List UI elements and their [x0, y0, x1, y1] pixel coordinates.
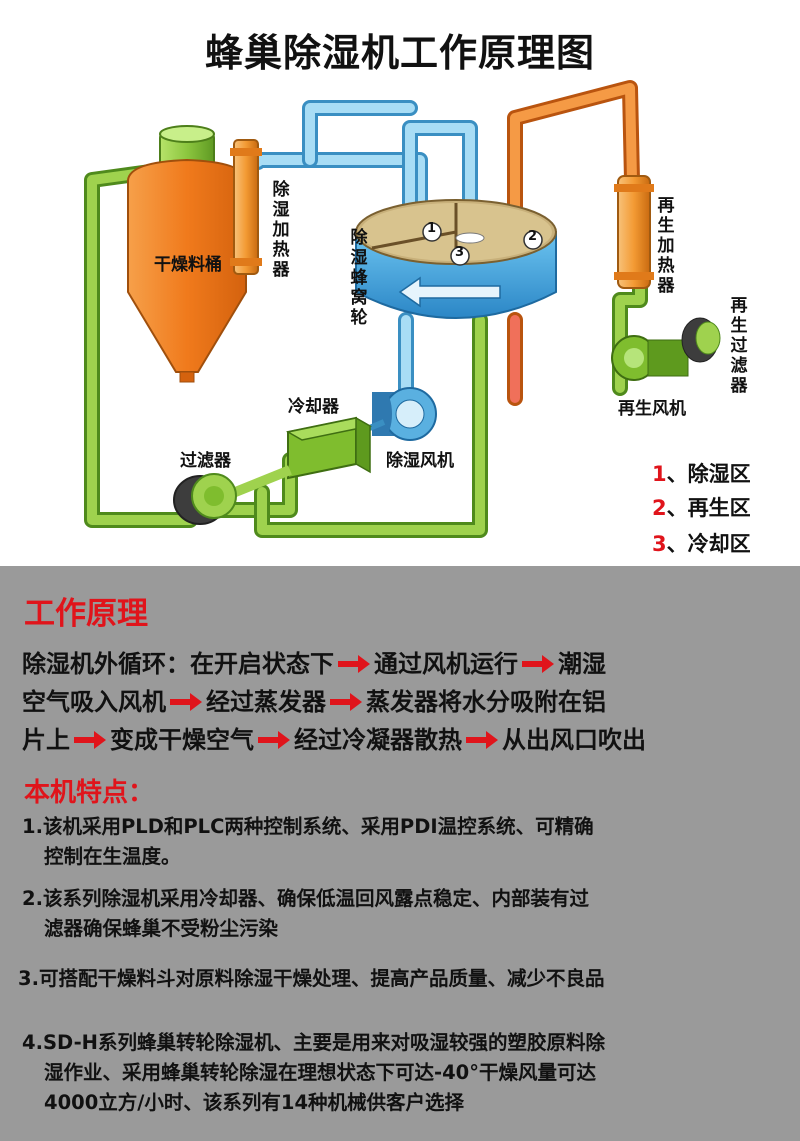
- label-regen-fan: 再生风机: [618, 399, 686, 419]
- honeycomb-wheel: [355, 199, 557, 319]
- red-arrow-icon: [330, 693, 362, 711]
- zone-2: 2、再生区: [652, 492, 751, 522]
- label-regen-filter: 再生过滤器: [730, 296, 748, 396]
- dehumidification-fan: [372, 387, 437, 441]
- feature-4-line-3: 4000立方/小时、该系列有14种机械供客户选择: [44, 1091, 465, 1114]
- feature-item-3: 3.可搭配干燥料斗对原料除湿干燥处理、提高产品质量、减少不良品: [18, 964, 604, 994]
- orange-regen-pipe: [507, 80, 640, 406]
- feature-1-line-1: 1.该机采用PLD和PLC两种控制系统、采用PDI温控系统、可精确: [22, 815, 594, 838]
- zone-1-sep: 、: [666, 462, 688, 486]
- honeycomb-dehumidifier-diagram: [84, 80, 721, 538]
- feature-3-line-1: 3.可搭配干燥料斗对原料除湿干燥处理、提高产品质量、减少不良品: [18, 967, 605, 990]
- principle-line-1: 除湿机外循环：在开启状态下 通过风机运行 潮湿: [22, 644, 606, 679]
- label-dryer-barrel: 干燥料桶: [154, 255, 222, 275]
- wheel-number-2: 2: [528, 229, 538, 244]
- zone-2-number: 2: [652, 496, 667, 520]
- feature-item-4: 4.SD-H系列蜂巢转轮除湿机、主要是用来对吸湿较强的塑胶原料除 湿作业、采用蜂…: [22, 1028, 605, 1118]
- label-filter: 过滤器: [180, 451, 231, 471]
- principle-seg: 蒸发器将水分吸附在铝: [366, 688, 606, 716]
- feature-2-line-1: 2.该系列除湿机采用冷却器、确保低温回风露点稳定、内部装有过: [22, 887, 589, 910]
- principle-seg: 经过蒸发器: [206, 688, 326, 716]
- principle-seg: 变成干燥空气: [110, 726, 254, 754]
- feature-1-line-2: 控制在生温度。: [44, 845, 181, 868]
- feature-4-line-2: 湿作业、采用蜂巢转轮除湿在理想状态下可达-40°干燥风量可达: [44, 1061, 596, 1084]
- red-arrow-icon: [74, 731, 106, 749]
- principle-seg: 从出风口吹出: [502, 726, 646, 754]
- zone-2-label: 再生区: [687, 496, 751, 520]
- principle-heading: 工作原理: [24, 596, 148, 632]
- principle-seg: 除湿机外循环：在开启状态下: [22, 650, 334, 678]
- regeneration-heater: [614, 175, 654, 289]
- feature-4-line-1: 4.SD-H系列蜂巢转轮除湿机、主要是用来对吸湿较强的塑胶原料除: [22, 1031, 605, 1054]
- dryer-barrel: [127, 125, 247, 383]
- principle-seg: 空气吸入风机: [22, 688, 166, 716]
- red-arrow-icon: [258, 731, 290, 749]
- cooler: [285, 416, 386, 480]
- principle-seg: 片上: [22, 726, 70, 754]
- zone-3-sep: 、: [666, 532, 688, 556]
- feature-item-2: 2.该系列除湿机采用冷却器、确保低温回风露点稳定、内部装有过 滤器确保蜂巢不受粉…: [22, 884, 589, 944]
- principle-seg: 通过风机运行: [374, 650, 518, 678]
- wheel-number-1: 1: [427, 221, 437, 236]
- zone-1-label: 除湿区: [687, 462, 751, 486]
- principle-line-2: 空气吸入风机 经过蒸发器 蒸发器将水分吸附在铝: [22, 682, 606, 717]
- principle-seg: 经过冷凝器散热: [294, 726, 462, 754]
- diagram-panel: 蜂巢除湿机工作原理图 1 2 3 干燥料桶 除湿加热器 除湿蜂窝轮 再生加热器 …: [0, 0, 800, 566]
- red-arrow-icon: [170, 693, 202, 711]
- blue-air-pipe: [250, 100, 478, 406]
- feature-item-1: 1.该机采用PLD和PLC两种控制系统、采用PDI温控系统、可精确 控制在生温度…: [22, 812, 594, 872]
- zone-3-number: 3: [652, 532, 667, 556]
- red-arrow-icon: [522, 655, 554, 673]
- filter: [173, 465, 292, 525]
- label-dehum-fan: 除湿风机: [386, 451, 454, 471]
- label-honeycomb-wheel: 除湿蜂窝轮: [350, 228, 368, 328]
- regeneration-fan: [611, 317, 721, 381]
- zone-1: 1、除湿区: [652, 458, 751, 488]
- red-arrow-icon: [466, 731, 498, 749]
- red-arrow-icon: [338, 655, 370, 673]
- label-cooler: 冷却器: [288, 397, 339, 417]
- wheel-number-markers: [422, 222, 543, 266]
- zone-1-number: 1: [652, 462, 667, 486]
- wheel-number-3: 3: [455, 245, 465, 260]
- zone-3: 3、冷却区: [652, 528, 751, 558]
- label-regen-heater: 再生加热器: [657, 196, 675, 296]
- feature-2-line-2: 滤器确保蜂巢不受粉尘污染: [44, 917, 279, 940]
- text-panel: 工作原理 除湿机外循环：在开启状态下 通过风机运行 潮湿 空气吸入风机 经过蒸发器 蒸发…: [0, 566, 800, 1141]
- zone-2-sep: 、: [666, 496, 688, 520]
- diagram-title: 蜂巢除湿机工作原理图: [204, 31, 595, 75]
- features-heading: 本机特点：: [24, 778, 155, 808]
- zone-3-label: 冷却区: [687, 532, 751, 556]
- principle-seg: 潮湿: [558, 650, 606, 678]
- principle-line-3: 片上 变成干燥空气 经过冷凝器散热 从出风口吹出: [22, 720, 646, 755]
- dehumidification-heater: [230, 139, 262, 275]
- label-dehum-heater: 除湿加热器: [272, 180, 290, 280]
